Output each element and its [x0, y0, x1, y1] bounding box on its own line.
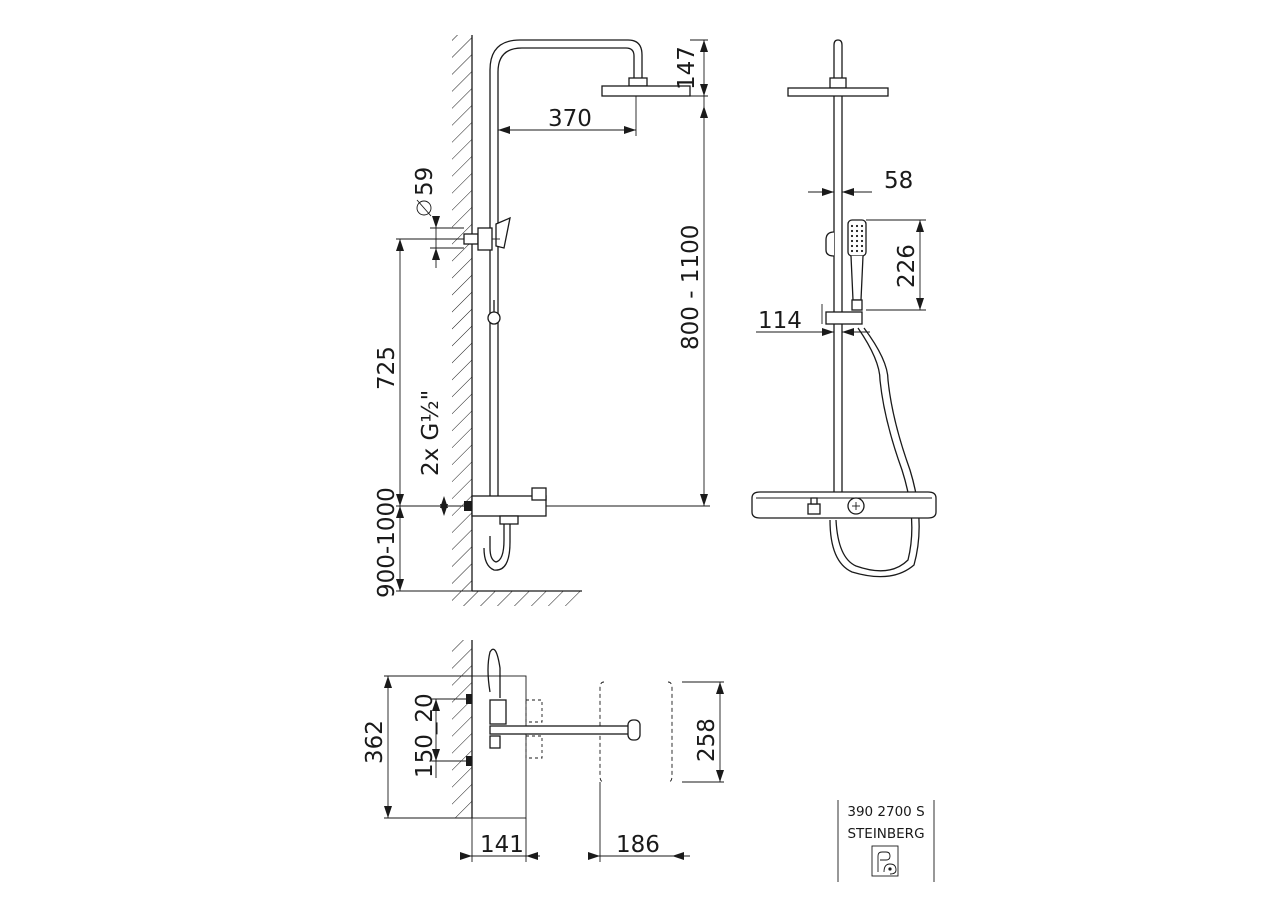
plan-view: 362 150_20 258 141 — [362, 640, 724, 862]
plan-lower-connection — [466, 756, 472, 766]
showerhead-front — [787, 87, 889, 97]
dim-186: 186 — [616, 832, 660, 858]
brand-name: STEINBERG — [847, 826, 924, 842]
dim-362: 362 — [362, 720, 388, 764]
dim-150-20: 150_20 — [412, 693, 438, 778]
article-number: 390 2700 S — [847, 804, 924, 820]
front-shower-arm — [829, 39, 847, 89]
dim-diameter-59: 59 — [412, 167, 438, 196]
brand-logo-icon — [871, 845, 899, 877]
handshower-holder-side — [487, 300, 501, 325]
dimension-plan-connection: 150_20 — [412, 693, 466, 778]
floor-section — [452, 590, 582, 606]
thermostat-shelf-side — [464, 470, 547, 571]
plan-shower-arm — [489, 719, 641, 741]
front-hose — [829, 327, 920, 578]
title-block: 390 2700 S STEINBERG — [837, 800, 935, 882]
dimension-plan-wall-offset: 141 — [460, 818, 540, 862]
dimension-showerhead-drop: 147 — [674, 39, 708, 97]
front-thermostat-shelf — [751, 491, 937, 519]
front-handshower — [821, 219, 867, 325]
dim-725: 725 — [374, 346, 400, 390]
dim-900-1000: 900-1000 — [374, 487, 400, 598]
upper-wall-bracket — [463, 216, 511, 251]
riser-pipe — [489, 39, 643, 498]
dimension-holder-offset: 114 — [756, 308, 870, 336]
dimension-plan-shelf: 258 — [682, 681, 724, 783]
plan-wall — [452, 640, 473, 818]
dim-800-1100: 800 - 1100 — [678, 225, 704, 350]
dim-258: 258 — [694, 718, 720, 762]
dim-370: 370 — [548, 106, 592, 132]
dim-58: 58 — [884, 168, 913, 194]
dimension-plan-head-offset: 186 — [588, 782, 690, 862]
plan-holder — [487, 648, 543, 759]
dim-114: 114 — [758, 308, 802, 334]
dimension-bar-height: 800 - 1100 — [546, 96, 710, 507]
dimension-arm-reach: 370 — [498, 96, 637, 136]
plan-shelf-outline — [471, 675, 527, 819]
dimension-connection-thread: 2x G½" — [418, 390, 464, 516]
plan-upper-connection — [466, 694, 472, 704]
front-riser — [833, 96, 843, 492]
dimension-diameter: 59 — [412, 167, 464, 268]
front-elevation-view: 58 226 114 — [751, 39, 937, 578]
showerhead-side — [601, 77, 691, 97]
dim-connection-thread: 2x G½" — [418, 390, 444, 476]
dim-147: 147 — [674, 46, 700, 90]
dimension-pipe-width: 58 — [808, 168, 913, 196]
dimension-install-height: 900-1000 — [374, 487, 472, 598]
dim-141: 141 — [480, 832, 524, 858]
dimension-connection-spacing: 725 — [374, 238, 464, 506]
dimension-handshower-length: 226 — [866, 219, 926, 311]
dim-226: 226 — [894, 244, 920, 288]
side-elevation-view: 147 370 59 8 — [374, 35, 710, 606]
dimension-plan-depth: 362 — [362, 675, 472, 819]
